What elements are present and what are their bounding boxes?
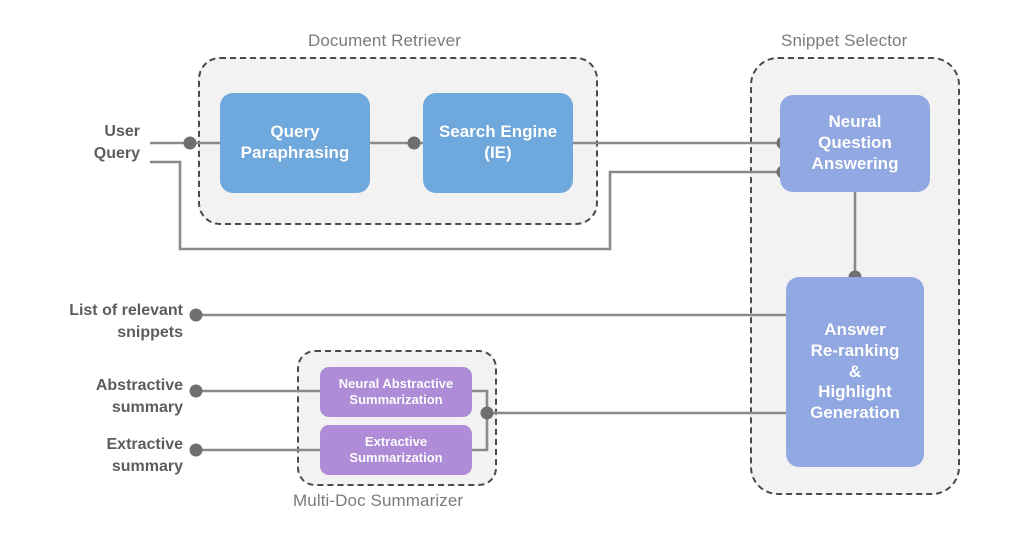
group-title-document-retriever: Document Retriever [308,31,461,50]
dot-snippets-out [189,308,203,322]
node-label: Answer Re-ranking & Highlight Generation [810,320,900,423]
node-label: Neural Abstractive Summarization [338,376,454,407]
node-neural-abstractive-summarization[interactable]: Neural Abstractive Summarization [320,367,472,417]
io-label-user-query: User Query [93,123,140,162]
group-title-multi-doc-summarizer: Multi-Doc Summarizer [293,491,464,510]
node-search-engine[interactable]: Search Engine (IE) [423,93,573,193]
io-label-list-of-relevant-snippets: List of relevant snippets [69,302,183,341]
node-label: Neural Question Answering [811,112,899,173]
node-neural-question-answering[interactable]: Neural Question Answering [780,95,930,192]
dot-abstractive-summary-out [189,384,203,398]
dot-user-query-out [183,136,197,150]
dot-extractive-summary-out [189,443,203,457]
node-label: Search Engine (IE) [438,122,558,162]
node-extractive-summarization[interactable]: Extractive Summarization [320,425,472,475]
group-title-snippet-selector: Snippet Selector [781,31,908,50]
node-answer-reranking-highlight-generation[interactable]: Answer Re-ranking & Highlight Generation [786,277,924,467]
node-query-paraphrasing[interactable]: Query Paraphrasing [220,93,370,193]
node-label: Query Paraphrasing [240,122,350,162]
node-label: Extractive Summarization [349,434,443,465]
io-label-extractive-summary: Extractive summary [106,436,184,475]
io-label-abstractive-summary: Abstractive summary [95,377,183,416]
